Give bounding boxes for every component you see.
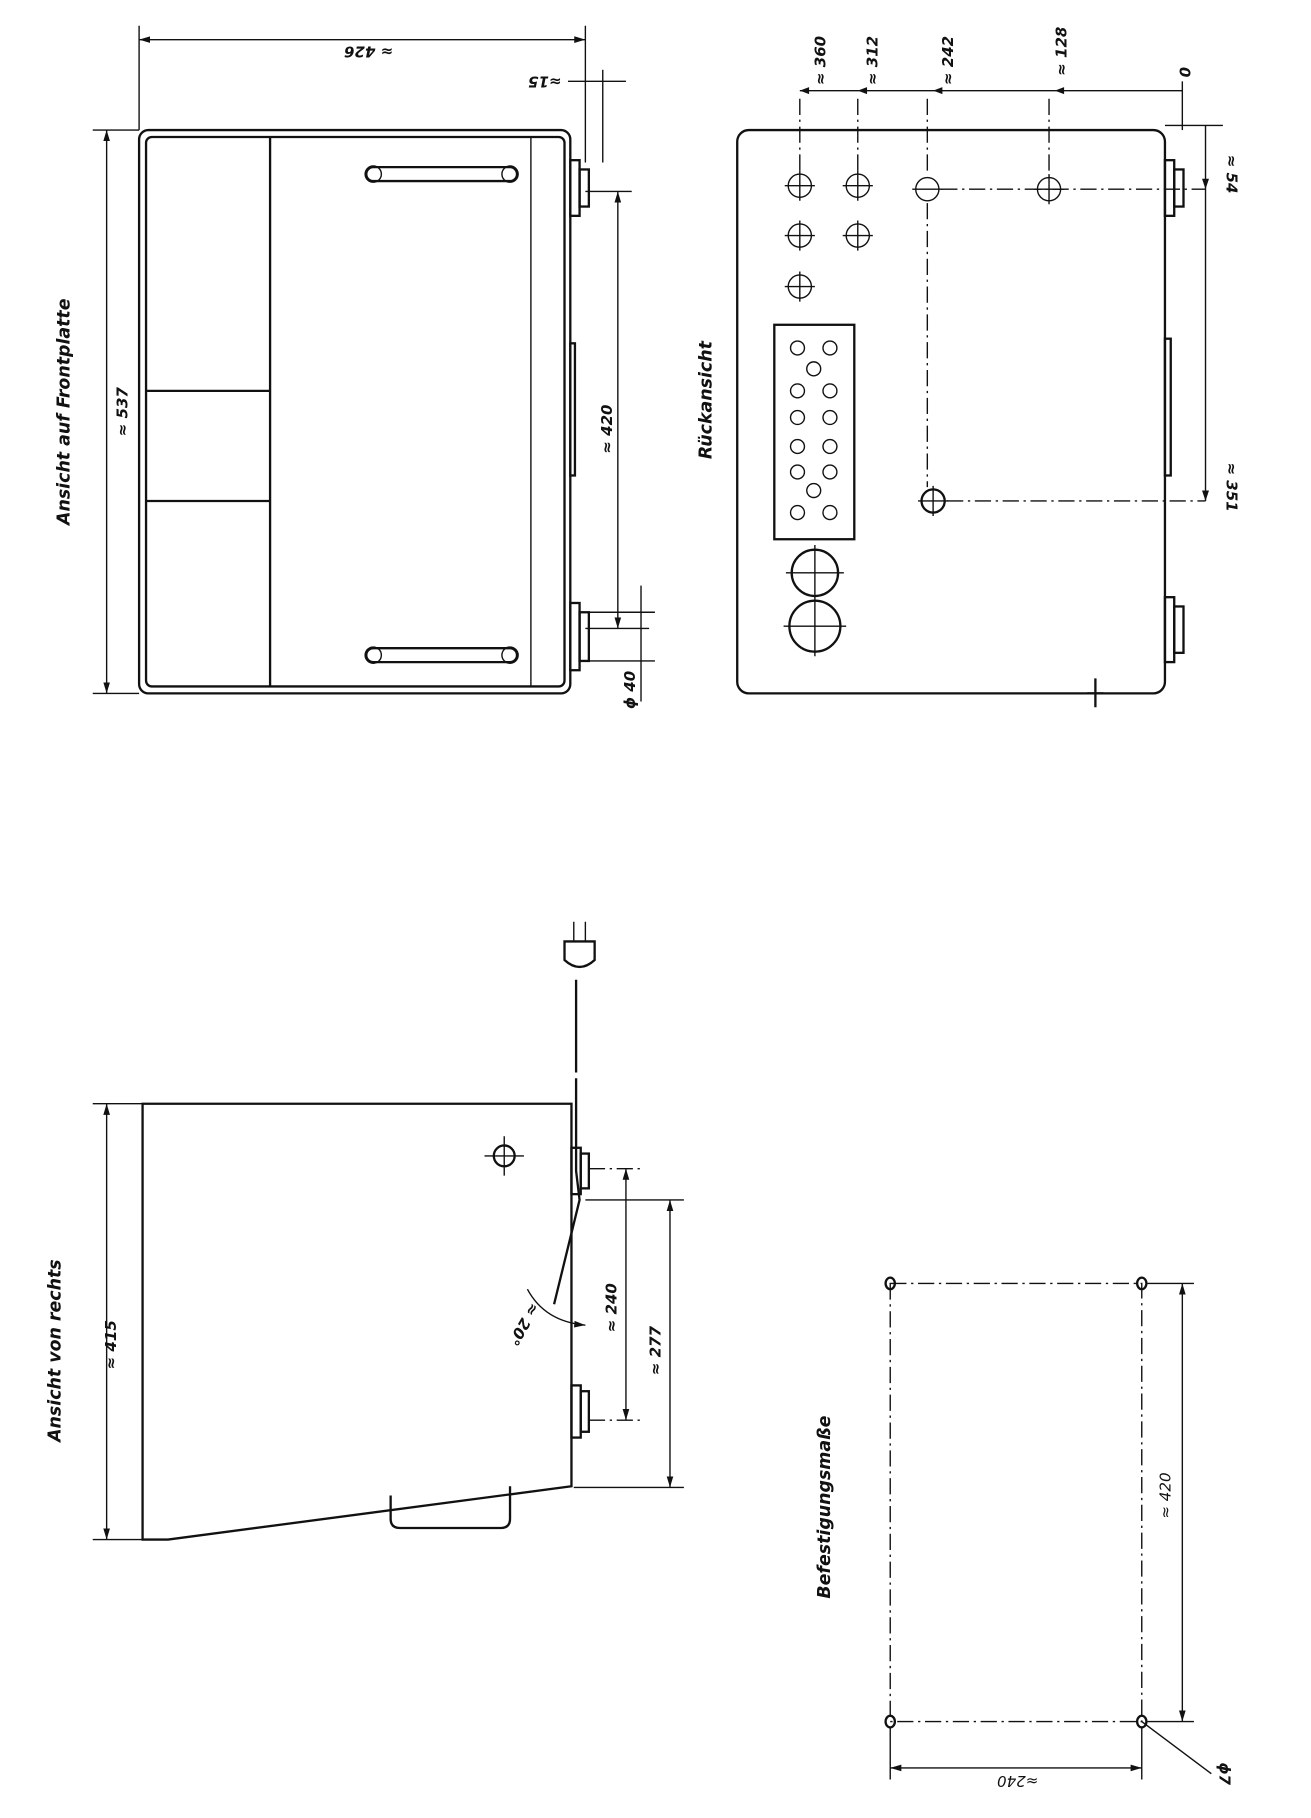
dim-width-label: ≈240 [997, 1772, 1038, 1790]
dim-knob-diameter-label: ϕ 40 [621, 671, 639, 709]
dim-height-label: ≈ 415 [102, 1320, 120, 1369]
front-view: ≈ 426 ≈15 ≈ 537 Ansicht auf Frontplatte … [55, 25, 655, 709]
front-outer-frame [137, 128, 572, 695]
knob-top-cap [578, 168, 591, 208]
mounting-outline [889, 1282, 1143, 1723]
dim-angle-label: ≈ 20° [504, 1300, 543, 1349]
angle-arc [526, 1288, 586, 1328]
rear-view-title: Rückansicht [697, 340, 717, 459]
hole-leader [1141, 1721, 1212, 1775]
knob-bottom-cap [578, 611, 591, 663]
dim-label: ≈ 312 [863, 36, 881, 85]
side-body [141, 1102, 573, 1541]
mounting-title: Befestigungsmaße [815, 1415, 835, 1598]
mounting-dimensions: ≈ 420 ≈240 ϕ7 Befestigungsmaße [815, 1276, 1233, 1790]
dim-label: 0 [1176, 67, 1194, 77]
mounting-holes [884, 1276, 1148, 1729]
dim-width-label: ≈ 426 [344, 43, 393, 61]
handle-top [364, 165, 519, 183]
knob-bottom [569, 601, 581, 672]
front-view-title: Ansicht auf Frontplatte [55, 298, 75, 527]
side-bump [569, 342, 577, 477]
front-panel [144, 135, 566, 688]
dim-height-label: ≈ 537 [114, 387, 132, 437]
dim-knob-spacing-label: ≈ 240 [603, 1283, 621, 1332]
connector-panel [773, 323, 856, 541]
side-view-title: Ansicht von rechts [45, 1259, 65, 1444]
dim-label: ≈ 128 [1052, 27, 1070, 76]
handle-bottom [364, 646, 519, 664]
foot-screw [1087, 678, 1104, 708]
dim-bottom-label: ≈ 277 [647, 1325, 665, 1375]
carry-handle [389, 1486, 512, 1530]
power-plug [563, 940, 596, 969]
dim-length-label: ≈ 420 [1157, 1472, 1175, 1518]
dim-hole-label: ϕ7 [1215, 1763, 1233, 1786]
lid [552, 1078, 581, 1305]
knob-top [569, 159, 581, 217]
connector-pins [789, 340, 838, 521]
rear-view: ≈ 360 ≈ 312 ≈ 242 ≈ 128 0 ≈ 54 ≈ 351 Rüc… [697, 27, 1240, 708]
dim-offset-label: ≈15 [528, 73, 562, 91]
dim-knob-spacing-label: ≈ 420 [598, 404, 616, 453]
dim-bottom-label: ≈ 351 [1222, 462, 1240, 511]
side-bump [1163, 337, 1172, 477]
dim-label: ≈ 360 [811, 36, 829, 85]
dim-top-label: ≈ 54 [1222, 155, 1240, 194]
dim-label: ≈ 242 [939, 36, 957, 85]
side-view: ≈ 415 Ansicht von rechts ≈ 240 ≈ 277 ≈ 2… [45, 921, 684, 1541]
rear-holes [784, 170, 1062, 302]
